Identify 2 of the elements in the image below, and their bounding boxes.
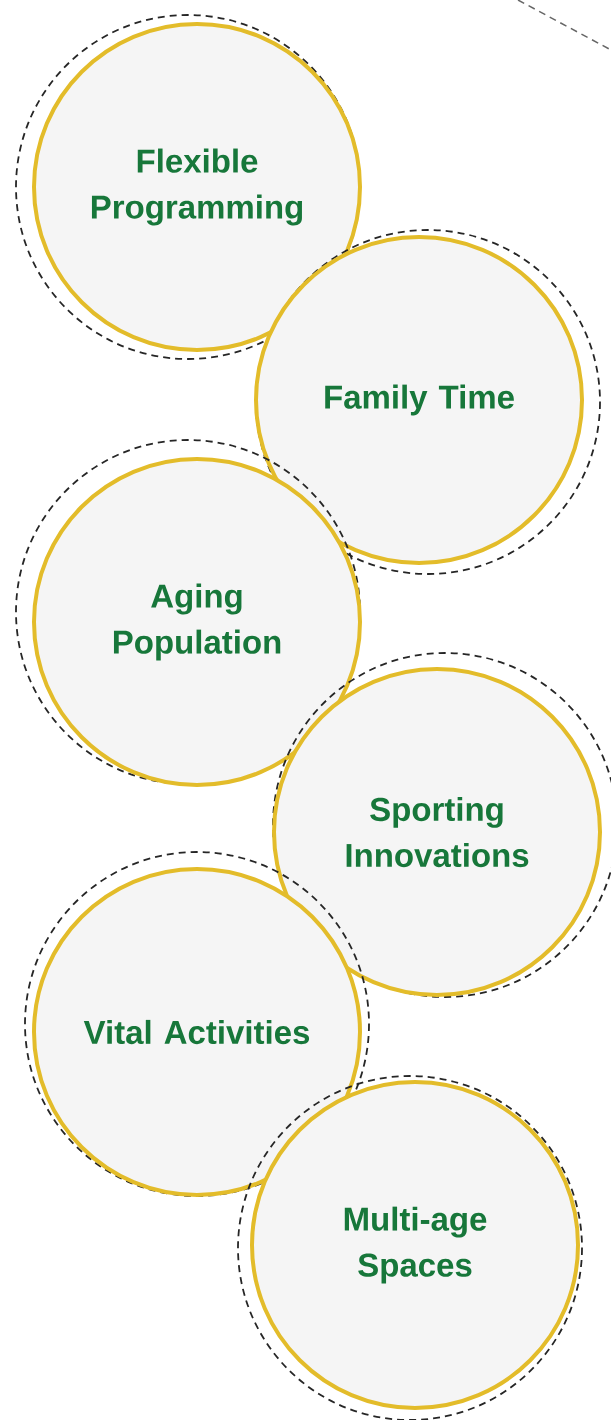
node-label: Sporting Innovations bbox=[346, 796, 529, 868]
node-label: Family Time bbox=[325, 384, 514, 416]
